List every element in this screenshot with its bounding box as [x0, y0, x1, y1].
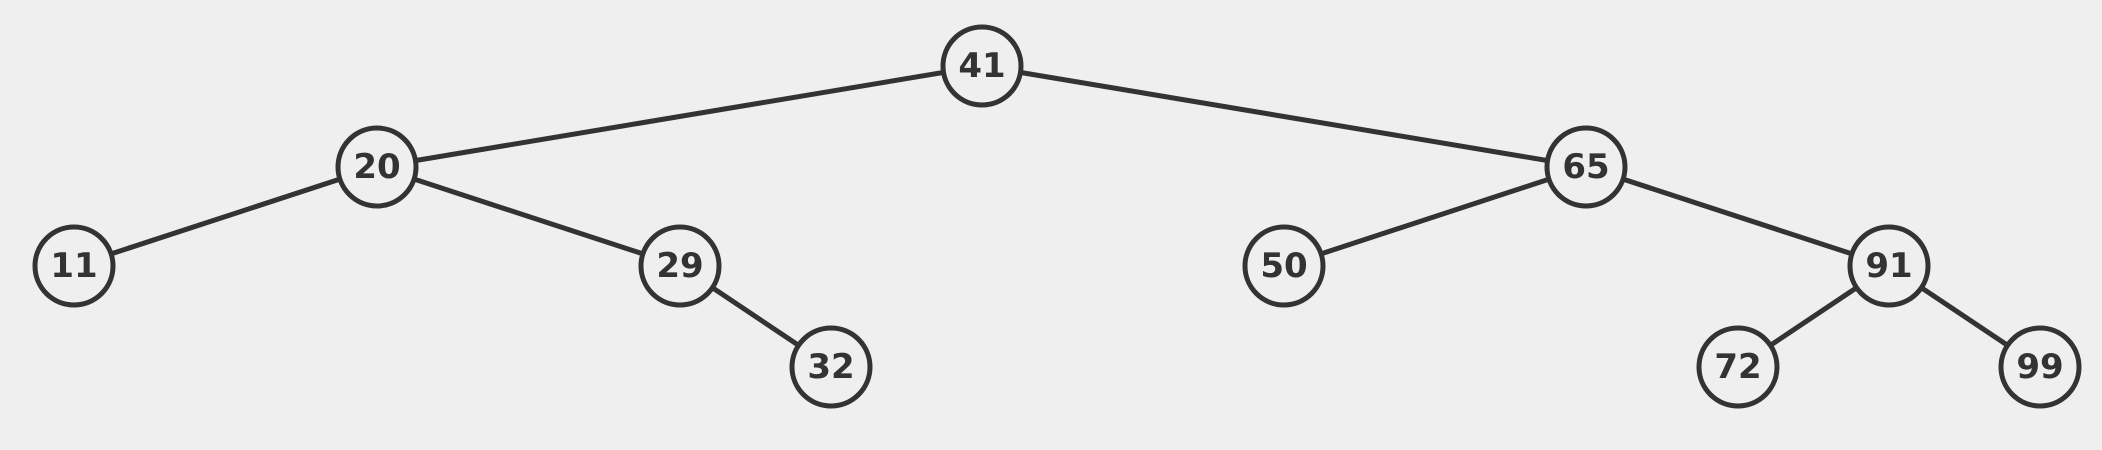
- node-circle: [335, 125, 419, 209]
- node-label: 11: [50, 246, 97, 286]
- node-label: 50: [1260, 246, 1307, 286]
- node-label: 41: [958, 46, 1005, 86]
- node-label: 65: [1562, 147, 1609, 187]
- node-circle: [1998, 325, 2082, 409]
- node-circle: [1544, 125, 1628, 209]
- node-circle: [32, 224, 116, 308]
- node-circle: [1847, 224, 1931, 308]
- node-label: 99: [2016, 347, 2063, 387]
- node-circle: [940, 24, 1024, 108]
- tree-node-65: 65: [1544, 125, 1628, 209]
- tree-node-32: 32: [789, 325, 873, 409]
- node-circle: [638, 224, 722, 308]
- edge-20-29: [374, 164, 683, 269]
- node-circle: [789, 325, 873, 409]
- edge-41-20: [374, 63, 985, 170]
- node-circle: [1242, 224, 1326, 308]
- tree-node-50: 50: [1242, 224, 1326, 308]
- tree-node-91: 91: [1847, 224, 1931, 308]
- edges-layer: [71, 63, 2043, 370]
- tree-node-41: 41: [940, 24, 1024, 108]
- tree-node-72: 72: [1696, 325, 1780, 409]
- edge-20-11: [71, 164, 380, 269]
- tree-node-11: 11: [32, 224, 116, 308]
- tree-node-20: 20: [335, 125, 419, 209]
- tree-node-29: 29: [638, 224, 722, 308]
- edge-65-91: [1583, 164, 1892, 269]
- nodes-layer: 41 20 65 11 29 32 50 91 72 99: [32, 24, 2082, 409]
- tree-node-99: 99: [1998, 325, 2082, 409]
- node-circle: [1696, 325, 1780, 409]
- node-label: 29: [656, 246, 703, 286]
- node-label: 20: [353, 147, 400, 187]
- node-label: 91: [1865, 246, 1912, 286]
- edge-65-50: [1281, 164, 1589, 269]
- edge-41-65: [979, 63, 1589, 170]
- node-label: 72: [1714, 347, 1761, 387]
- node-label: 32: [807, 347, 854, 387]
